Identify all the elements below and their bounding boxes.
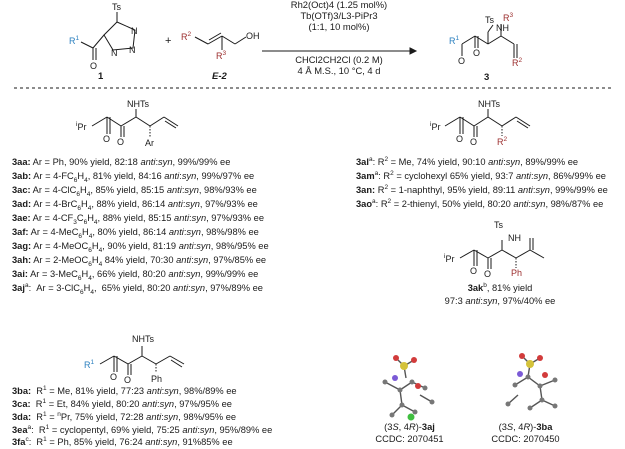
nh-label: NH	[508, 233, 521, 243]
crystal-structure-3aj	[382, 355, 435, 421]
o-label: O	[124, 375, 132, 385]
entry-3ba: 3ba: R1 = Me, 81% yield, 77:23 anti:syn,…	[12, 384, 237, 396]
o-label: O	[470, 137, 478, 147]
condition-lewis-acid: Tb(OTf)3/L3-PiPr3	[300, 10, 378, 21]
ipr-label: iPr	[444, 253, 455, 264]
nhts-label: NHTs	[127, 99, 149, 109]
aryl-product-structure	[91, 109, 179, 137]
r2-label: R2	[512, 57, 523, 68]
compound-3-label: 3	[484, 72, 490, 83]
entry-3aa: 3aa: Ar = Ph, 90% yield, 82:18 anti:syn,…	[12, 157, 231, 167]
ts-label: Ts	[112, 2, 121, 12]
n-label: N	[129, 45, 136, 55]
entry-3ac: 3ac: Ar = 4-ClC6H4, 85% yield, 85:15 ant…	[12, 185, 257, 198]
crystal-structure-3ba	[505, 353, 558, 411]
r3-label: R3	[503, 12, 514, 23]
entry-3al: 3ala: R2 = Me, 74% yield, 90:10 anti:syn…	[356, 155, 579, 167]
entry-3af: 3af: Ar = 4-MeC6H4, 80% yield, 86:14 ant…	[12, 227, 259, 240]
entry-3ad: 3ad: Ar = 4-BrC6H4, 88% yield, 86:14 ant…	[12, 199, 258, 212]
entry-3ca: 3ca: R1 = Et, 84% yield, 80:20 anti:syn,…	[12, 397, 232, 409]
entry-3ai: 3ai: Ar = 3-MeC6H4, 66% yield, 80:20 ant…	[12, 269, 259, 282]
condition-ratio: (1:1, 10 mol%)	[308, 21, 370, 32]
condition-catalyst: Rh2(Oct)4 (1.25 mol%)	[290, 0, 388, 10]
condition-solvent: CHCl2CH2Cl (0.2 M)	[295, 54, 383, 65]
alkyl-product-structure	[444, 109, 531, 137]
crystal-3aj-ccdc: CCDC: 2070451	[375, 434, 444, 444]
entry-3ae: 3ae: Ar = 4-CF3C6H4, 88% yield, 85:15 an…	[12, 213, 264, 226]
o-label: O	[473, 48, 481, 58]
crystal-3ba-config: (3S, 4R)-3ba	[498, 422, 553, 432]
entry-3ah: 3ah: Ar = 2-MeOC6H4 84% yield, 70:30 ant…	[12, 255, 267, 268]
o-label: O	[90, 61, 98, 71]
o-label: O	[470, 266, 478, 276]
entry-3ab: 3ab: Ar = 4-FC6H4, 81% yield, 84:16 anti…	[12, 171, 255, 184]
oh-label: OH	[246, 31, 260, 41]
o-label: O	[117, 137, 125, 147]
r2-label: R2	[181, 31, 192, 42]
entry-3ea: 3eaa: R1 = cyclopentyl, 69% yield, 75:25…	[12, 423, 273, 435]
r1-label: R1	[69, 35, 80, 46]
plus-sign: +	[165, 35, 172, 47]
o-label: O	[103, 134, 111, 144]
condition-temp: 4 Å M.S., 10 °C, 4 d	[297, 65, 381, 76]
ipr-label: iPr	[430, 121, 441, 132]
compound-e2-label: E-2	[212, 71, 227, 82]
entry-3fa: 3fac: R1 = Ph, 85% yield, 76:24 anti:syn…	[12, 435, 233, 447]
entry-3am: 3ama: R2 = cyclohexyl 65% yield, 93:7 an…	[356, 169, 606, 181]
nhts-label: NHTs	[478, 99, 500, 109]
ts-label: Ts	[494, 220, 503, 230]
nh-label: NH	[496, 23, 509, 33]
r3-label: R3	[216, 50, 227, 61]
crystal-3aj-config: (3S, 4R)-3aj	[384, 422, 435, 432]
allyl-alcohol-reactant	[194, 32, 247, 50]
product-3-structure	[461, 24, 518, 58]
o-label: O	[110, 372, 118, 382]
r1-product-structure	[99, 346, 185, 375]
ts-label: Ts	[485, 15, 494, 25]
entry-3ag: 3ag: Ar = 4-MeOC6H4, 90% yield, 81:19 an…	[12, 241, 269, 254]
o-label: O	[456, 134, 464, 144]
compound-3ak-yield: 3akb, 81% yield	[467, 281, 533, 293]
n-label: N	[131, 26, 138, 36]
entry-3an: 3an: R2 = 1-naphthyl, 95% yield, 89:11 a…	[356, 183, 608, 195]
n-label: N	[111, 48, 118, 58]
o-label: O	[484, 269, 492, 279]
o-label: O	[458, 56, 466, 66]
entry-3ao: 3aoa: R2 = 2-thienyl, 50% yield, 80:20 a…	[356, 197, 604, 209]
product-3ak-structure	[459, 238, 545, 269]
entry-3da: 3da: R1 = nPr, 75% yield, 72:28 anti:syn…	[12, 410, 237, 422]
triazole-reactant	[80, 12, 136, 60]
r1-label: R1	[84, 359, 95, 370]
r1-label: R1	[449, 35, 460, 46]
r2-label: R2	[497, 136, 508, 147]
nhts-label: NHTs	[132, 334, 154, 344]
compound-1-label: 1	[98, 71, 104, 82]
crystal-3ba-ccdc: CCDC: 2070450	[491, 434, 560, 444]
ar-label: Ar	[145, 138, 154, 148]
compound-3ak-selectivity: 97:3 anti:syn, 97%/40% ee	[444, 296, 556, 306]
entry-3aj: 3aja: Ar = 3-ClC6H4, 65% yield, 80:20 an…	[12, 281, 263, 296]
ipr-label: iPr	[76, 121, 87, 132]
ph-label: Ph	[151, 374, 163, 384]
ph-label: Ph	[511, 268, 523, 278]
